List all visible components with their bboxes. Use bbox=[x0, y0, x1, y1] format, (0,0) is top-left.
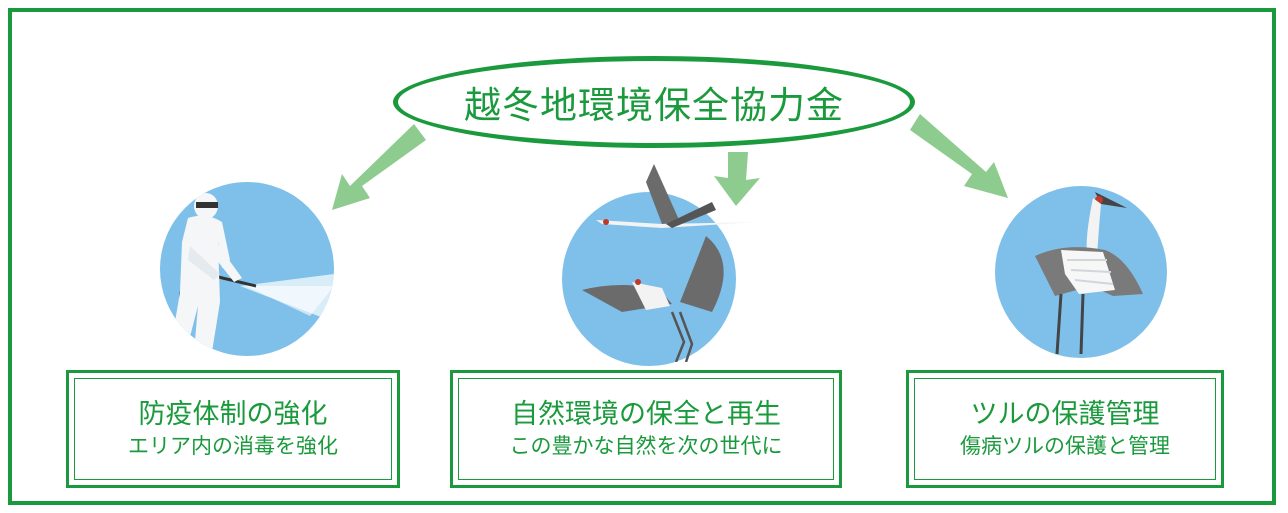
arrow-center bbox=[714, 152, 760, 206]
item-heading: ツルの保護管理 bbox=[970, 398, 1160, 430]
diagram-title: 越冬地環境保全協力金 bbox=[464, 84, 844, 127]
item-subtext: この豊かな自然を次の世代に bbox=[509, 433, 783, 458]
illustration-circle-crane-care bbox=[995, 186, 1167, 358]
arrow-left bbox=[332, 124, 426, 210]
item-subtext: 傷病ツルの保護と管理 bbox=[960, 433, 1170, 458]
disinfection-worker-icon bbox=[170, 193, 334, 352]
arrow-right bbox=[910, 114, 1008, 198]
item-box-environment: 自然環境の保全と再生 この豊かな自然を次の世代に bbox=[450, 370, 842, 488]
item-heading: 防疫体制の強化 bbox=[138, 398, 328, 430]
title-ellipse: 越冬地環境保全協力金 bbox=[393, 56, 915, 148]
illustration-circle-disinfection bbox=[160, 182, 334, 356]
item-heading: 自然環境の保全と再生 bbox=[511, 398, 781, 430]
item-box-disinfection: 防疫体制の強化 エリア内の消毒を強化 bbox=[66, 370, 400, 488]
flying-cranes-icon bbox=[582, 164, 758, 362]
illustration-circle-cranes bbox=[562, 164, 758, 366]
item-box-crane-care: ツルの保護管理 傷病ツルの保護と管理 bbox=[906, 370, 1224, 488]
bandaged-crane-icon bbox=[1035, 192, 1143, 355]
item-subtext: エリア内の消毒を強化 bbox=[128, 433, 338, 458]
